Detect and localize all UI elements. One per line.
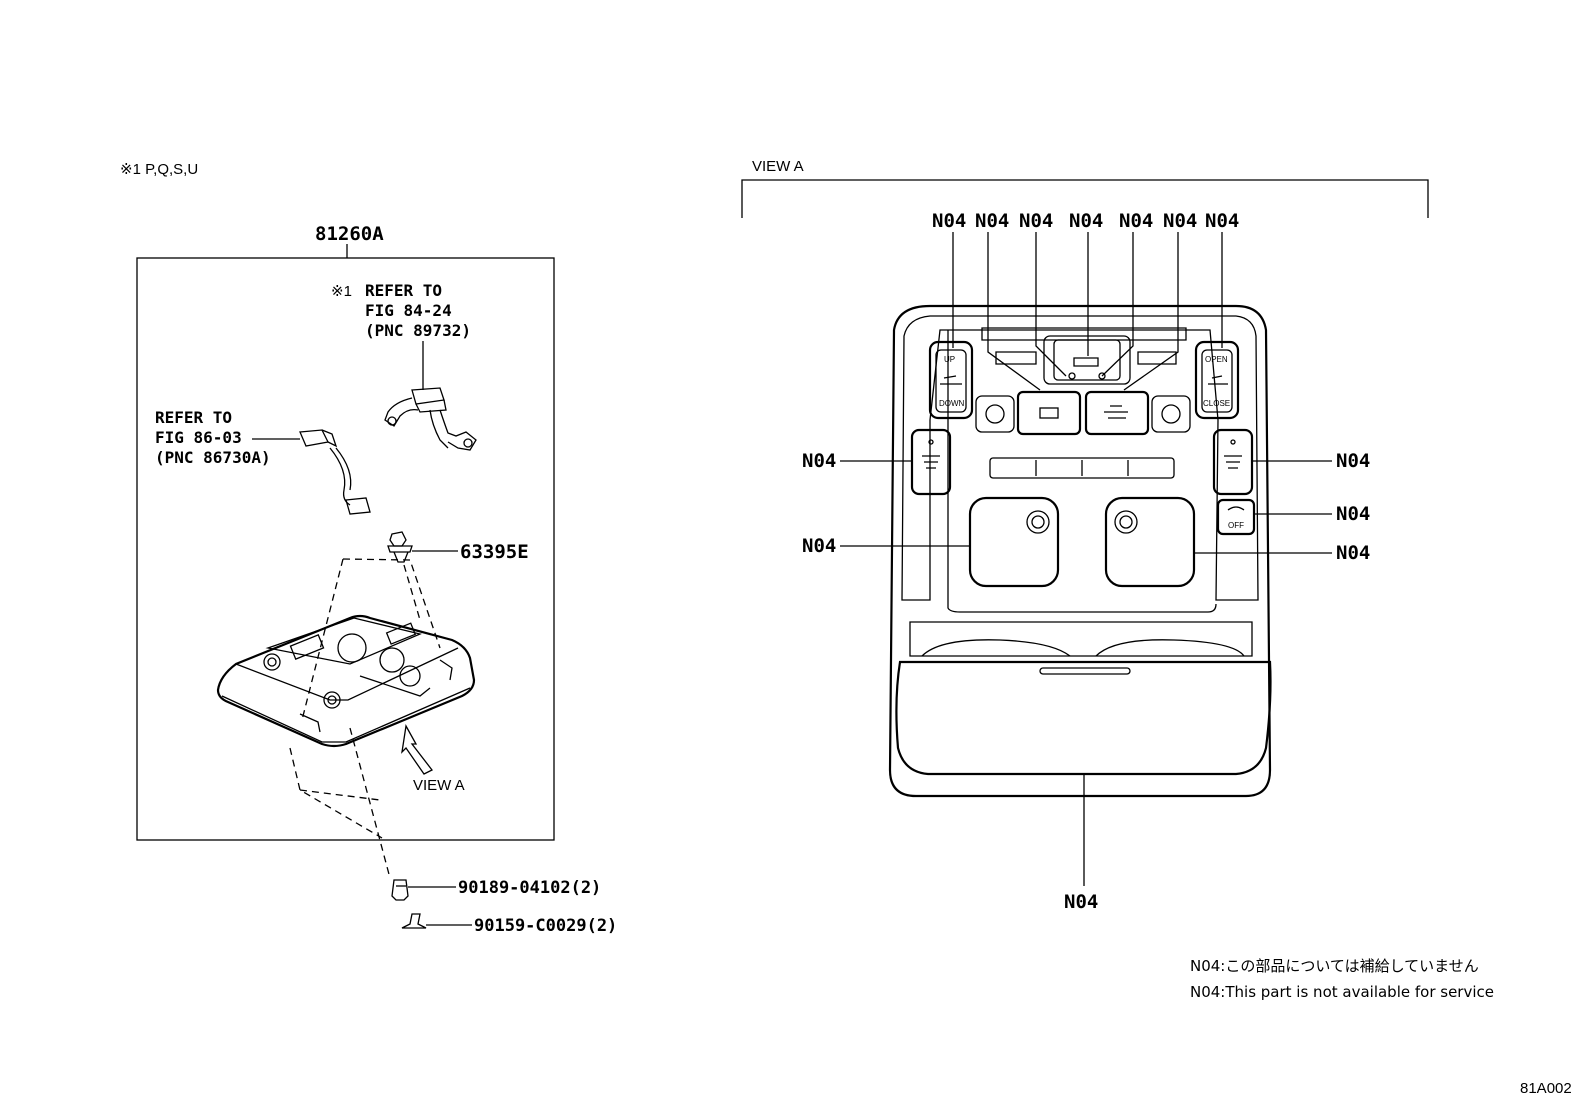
- left-reading-lamp[interactable]: [968, 496, 1060, 588]
- callout-n04-left-2[interactable]: N04: [802, 535, 836, 557]
- right-reading-lamp[interactable]: [1104, 496, 1196, 588]
- reference-note-1-line2: FIG 84-24: [365, 301, 452, 320]
- off-button[interactable]: OFF: [1216, 498, 1256, 536]
- callout-n04-right-3[interactable]: N04: [1336, 542, 1370, 564]
- callout-n04-2[interactable]: N04: [975, 210, 1009, 232]
- callout-n04-6[interactable]: N04: [1163, 210, 1197, 232]
- sunroof-slide-icon: [1208, 375, 1228, 385]
- view-a-title: VIEW A: [752, 158, 804, 175]
- callout-n04-7[interactable]: N04: [1205, 210, 1239, 232]
- callout-n04-right-1[interactable]: N04: [1336, 450, 1370, 472]
- reference-note-2-line2: FIG 86-03: [155, 428, 242, 447]
- left-dome-light-switch[interactable]: [910, 428, 952, 496]
- footnote: ※1 P,Q,S,U: [120, 161, 198, 178]
- reference-note-1-line1: REFER TO: [365, 281, 442, 300]
- tilt-up-label: UP: [944, 355, 955, 364]
- wire-harness-2: [299, 429, 371, 515]
- callout-n04-4[interactable]: N04: [1069, 210, 1103, 232]
- figure-id: 81A002: [1520, 1080, 1572, 1097]
- reference-note-1-marker: ※1: [331, 283, 352, 300]
- clip-63395e: [387, 531, 413, 563]
- screw-90159-c0029: [401, 913, 427, 929]
- note-english: N04:This part is not available for servi…: [1190, 983, 1494, 1001]
- reference-note-2[interactable]: REFER TO FIG 86-03 (PNC 86730A): [155, 408, 271, 467]
- sunglass-holder[interactable]: [895, 621, 1272, 776]
- reference-note-1-line3: (PNC 89732): [365, 321, 471, 340]
- view-a-callout[interactable]: VIEW A: [413, 777, 465, 794]
- top-callout-labels: N04 N04 N04 N04 N04 N04 N04: [932, 210, 1239, 232]
- console-shell: [888, 304, 1272, 798]
- callout-n04-1[interactable]: N04: [932, 210, 966, 232]
- screw-90189-04102: [391, 879, 409, 901]
- vent-grilles: [995, 351, 1177, 365]
- note-japanese: N04:この部品については補給していません: [1190, 957, 1479, 975]
- assembly-frame: [136, 257, 555, 841]
- reference-note-2-line1: REFER TO: [155, 408, 232, 427]
- tilt-down-label: DOWN: [939, 399, 965, 408]
- sunroof-slide-switch[interactable]: OPEN CLOSE: [1194, 340, 1240, 420]
- map-light-switch[interactable]: [1043, 335, 1131, 385]
- screw-1-part-label[interactable]: 90189-04102(2): [458, 878, 601, 898]
- sunroof-tilt-icon: [940, 375, 962, 385]
- callout-n04-right-2[interactable]: N04: [1336, 503, 1370, 525]
- view-a-bracket: [741, 179, 1429, 218]
- slide-close-label: CLOSE: [1203, 399, 1230, 408]
- clip-part-label[interactable]: 63395E: [460, 541, 529, 563]
- callout-n04-bottom[interactable]: N04: [1064, 891, 1098, 913]
- reference-note-1[interactable]: ※1 REFER TO FIG 84-24 (PNC 89732): [331, 281, 471, 340]
- callout-n04-3[interactable]: N04: [1019, 210, 1053, 232]
- control-button-row[interactable]: [975, 390, 1191, 436]
- screw-2-part-label[interactable]: 90159-C0029(2): [474, 916, 617, 936]
- slide-open-label: OPEN: [1205, 355, 1228, 364]
- sunroof-tilt-switch[interactable]: UP DOWN: [928, 340, 974, 420]
- callout-n04-left-1[interactable]: N04: [802, 450, 836, 472]
- wire-harness-1: [384, 387, 477, 451]
- right-dome-light-switch[interactable]: [1212, 428, 1254, 496]
- callout-n04-5[interactable]: N04: [1119, 210, 1153, 232]
- assembly-part-label[interactable]: 81260A: [315, 223, 384, 245]
- off-button-label: OFF: [1228, 521, 1244, 530]
- reference-note-2-line3: (PNC 86730A): [155, 448, 271, 467]
- view-a-arrow: [401, 724, 433, 775]
- overhead-console-housing: [216, 614, 476, 748]
- middle-vent-bar: [989, 457, 1175, 479]
